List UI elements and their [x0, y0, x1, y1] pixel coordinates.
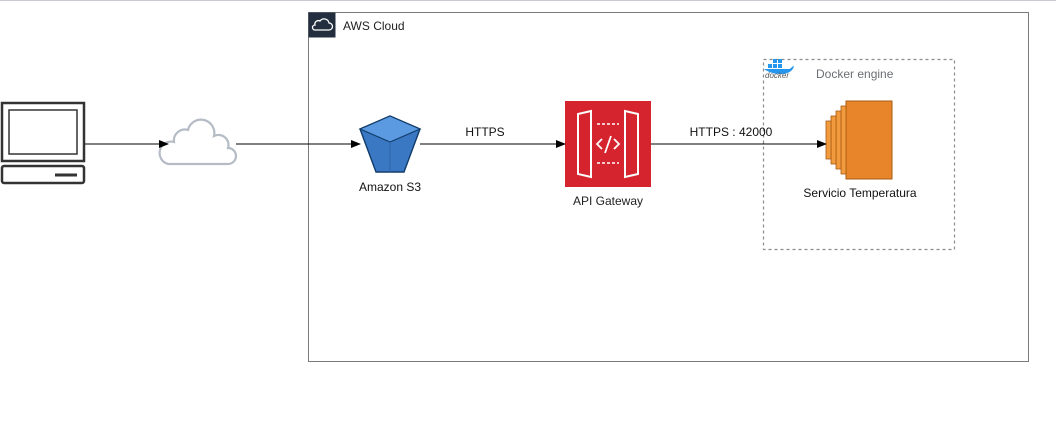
laptop-icon — [0, 101, 86, 185]
edge-label-https: HTTPS — [465, 125, 505, 139]
ec2-instance-icon — [825, 100, 893, 180]
docker-engine-group — [762, 58, 956, 251]
aws-cloud-icon — [308, 12, 336, 38]
s3-label: Amazon S3 — [358, 180, 422, 194]
docker-icon — [764, 59, 794, 74]
service-label: Servicio Temperatura — [803, 186, 917, 200]
aws-cloud-label: AWS Cloud — [343, 19, 405, 33]
top-border-line — [0, 0, 1056, 1]
internet-cloud-icon — [158, 118, 238, 166]
edge-label-https-42000: HTTPS : 42000 — [689, 125, 773, 139]
api-gateway-icon — [565, 101, 651, 187]
aws-cloud-group — [308, 12, 1029, 362]
docker-engine-label: Docker engine — [816, 67, 894, 81]
s3-bucket-icon — [358, 115, 422, 173]
api-gateway-label: API Gateway — [572, 194, 644, 208]
docker-logo-text: docker — [765, 71, 790, 80]
